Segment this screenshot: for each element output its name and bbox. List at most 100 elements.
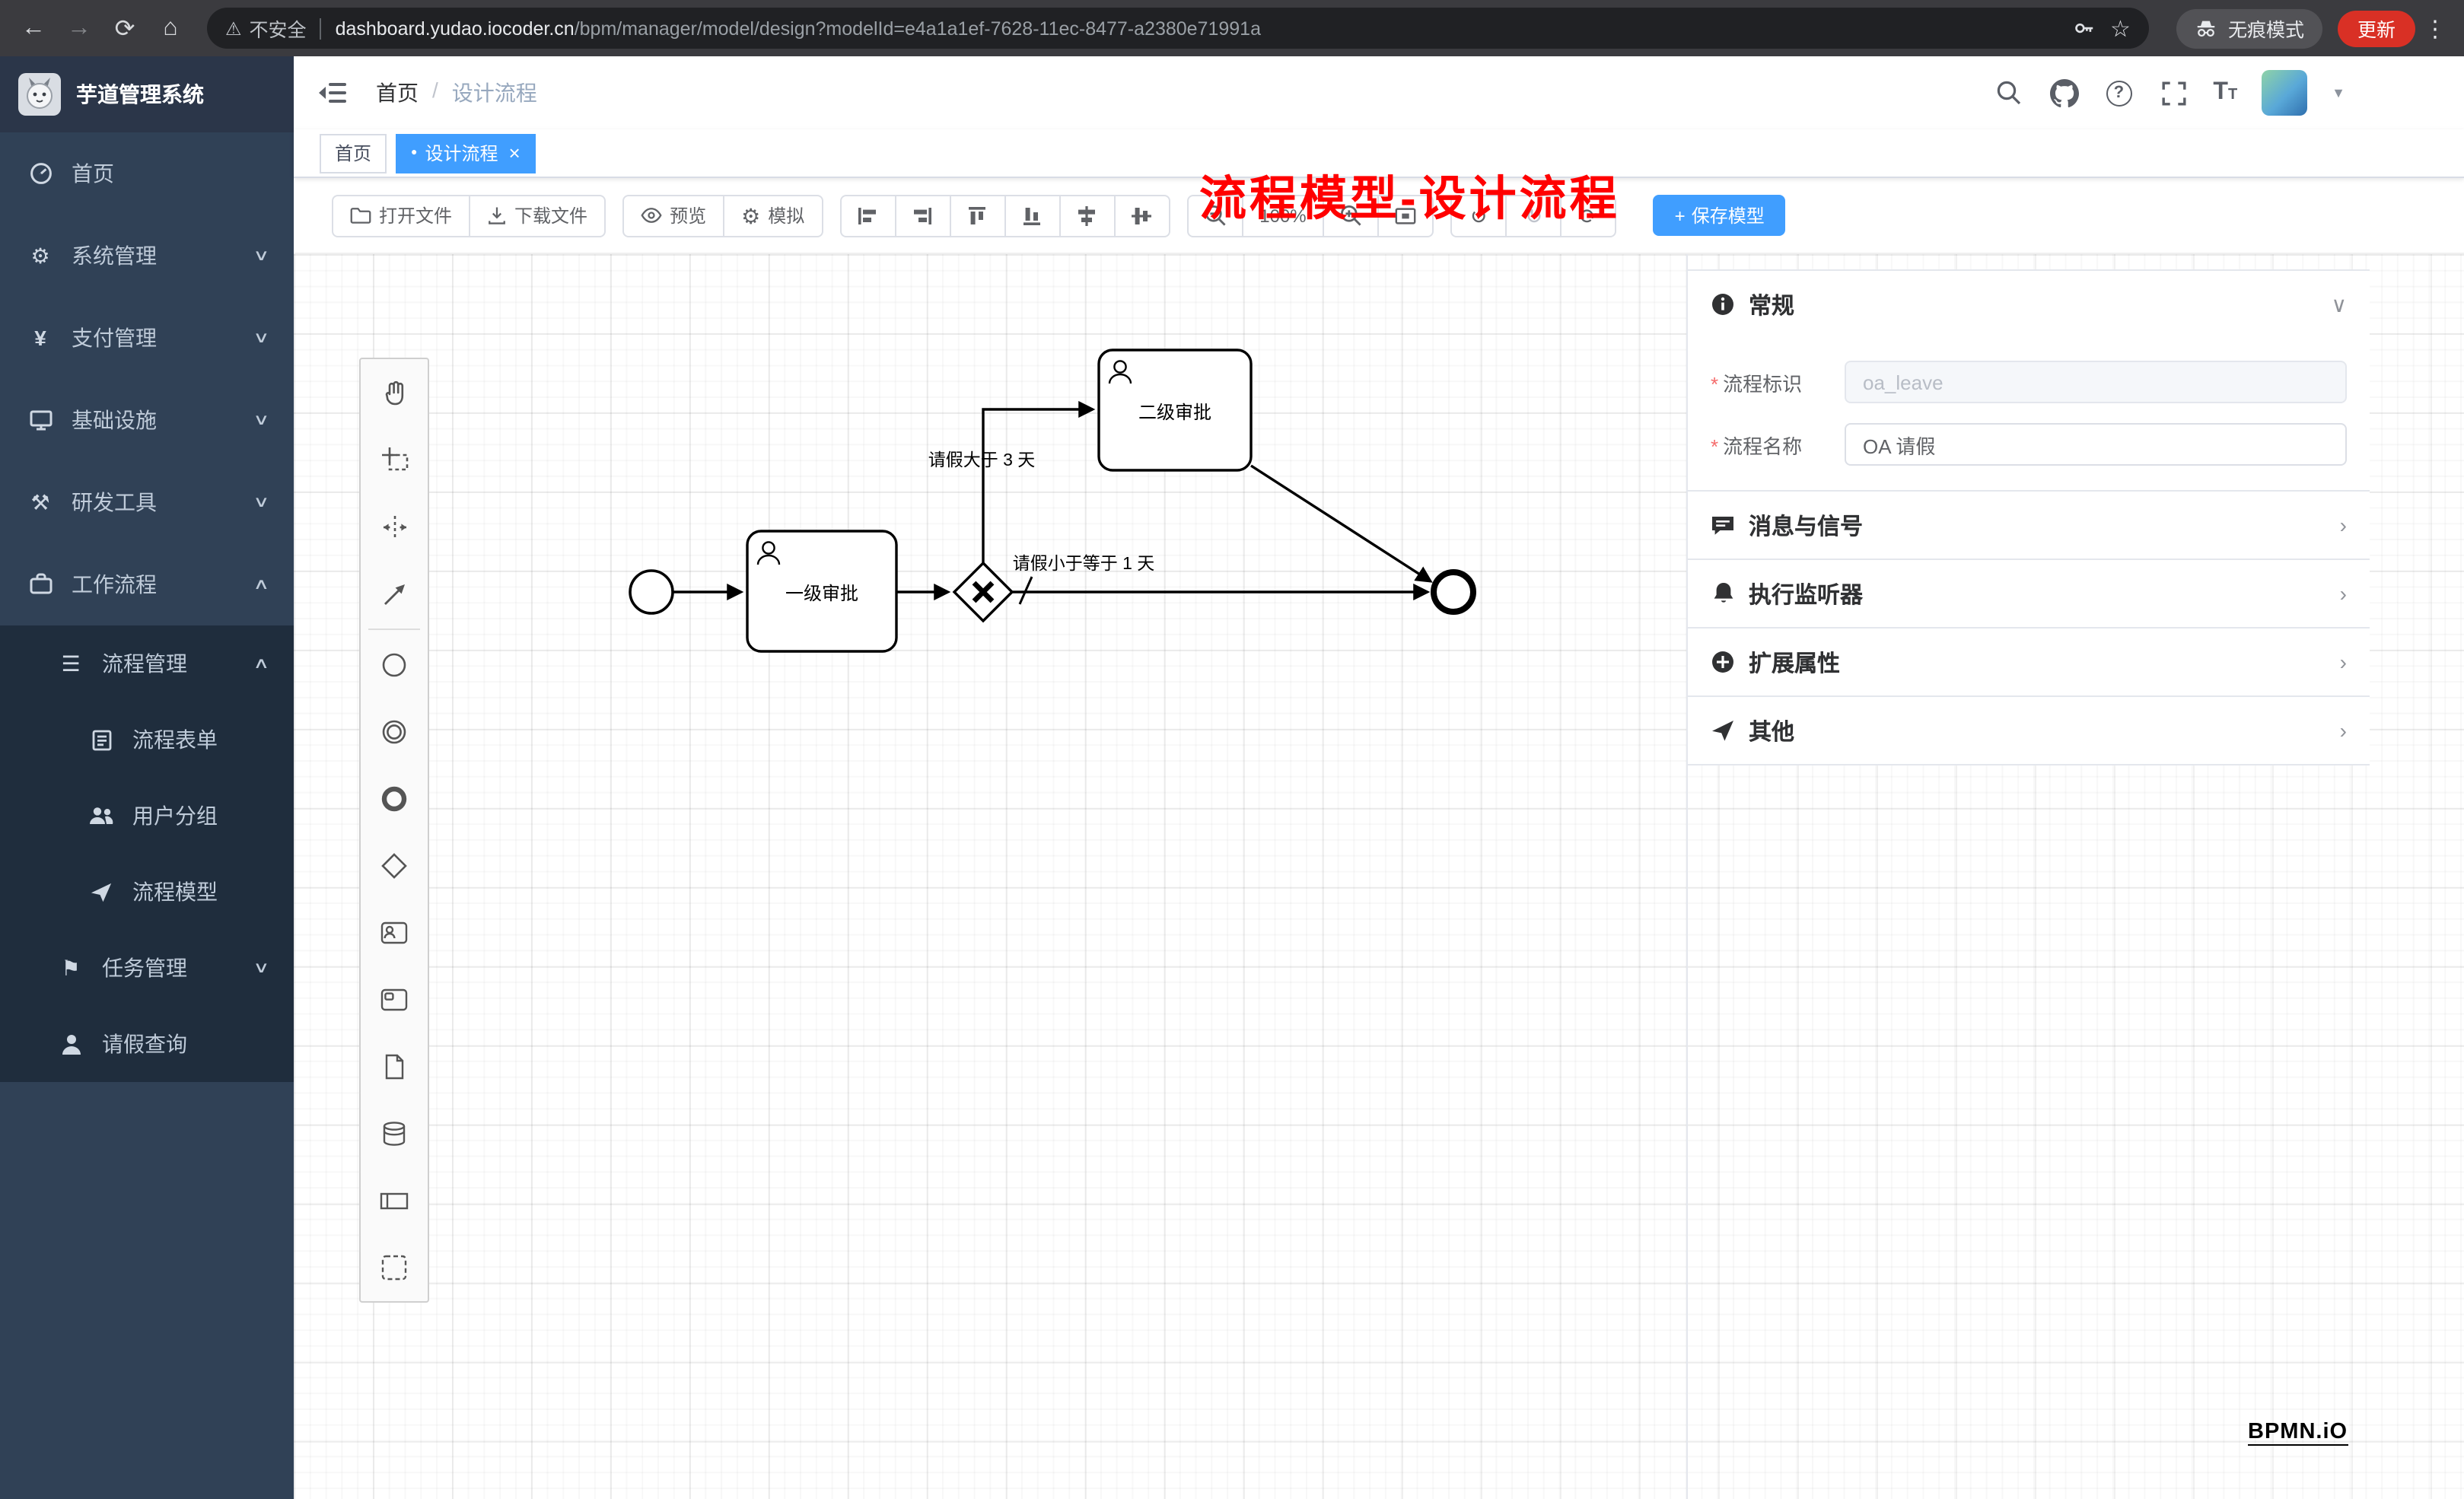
tab-design-process[interactable]: ● 设计流程 × [396, 133, 536, 173]
end-event-node[interactable] [1431, 569, 1476, 615]
help-icon[interactable]: ? [2103, 78, 2134, 108]
breadcrumb-separator: / [432, 78, 438, 102]
bell-icon [1711, 581, 1735, 606]
sidebar-item-process-manage[interactable]: ☰ 流程管理 ∧ [0, 625, 294, 702]
send-icon [1711, 718, 1735, 743]
address-bar[interactable]: ⚠ 不安全 dashboard.yudao.iocoder.cn /bpm/ma… [207, 8, 2149, 49]
open-file-button[interactable]: 打开文件 [332, 194, 471, 237]
browser-update-button[interactable]: 更新 [2337, 10, 2415, 46]
sidebar-item-home[interactable]: 首页 [0, 132, 294, 215]
palette-create-group[interactable] [361, 1234, 428, 1301]
zoom-in-button[interactable] [1323, 194, 1380, 237]
sidebar-item-user-group[interactable]: 用户分组 [0, 778, 294, 854]
align-left-button[interactable] [839, 194, 896, 237]
palette-create-task[interactable] [361, 966, 428, 1033]
sidebar-item-system[interactable]: ⚙ 系统管理 ∨ [0, 215, 294, 297]
fullscreen-icon[interactable] [2158, 78, 2189, 108]
palette-create-intermediate-event[interactable] [361, 699, 428, 765]
password-key-icon[interactable] [2072, 17, 2095, 40]
chevron-right-icon: › [2339, 581, 2347, 606]
undo-icon: ↺ [1469, 203, 1488, 228]
avatar[interactable] [2262, 70, 2308, 116]
exclusive-gateway-node[interactable] [952, 561, 1014, 623]
sidebar-collapse-icon[interactable] [318, 78, 352, 108]
align-top-button[interactable] [949, 194, 1006, 237]
lasso-icon [381, 447, 408, 470]
sidebar-item-infrastructure[interactable]: 基础设施 ∨ [0, 379, 294, 461]
security-label[interactable]: 不安全 [249, 20, 307, 41]
pool-icon [380, 1192, 409, 1210]
browser-back-button[interactable]: ← [21, 14, 46, 40]
plus-circle-icon [1711, 650, 1735, 674]
align-right-button[interactable] [894, 194, 951, 237]
palette-hand-tool[interactable] [361, 359, 428, 426]
sidebar-item-leave-query[interactable]: 请假查询 [0, 1006, 294, 1082]
zoom-level-display[interactable]: 100% [1241, 194, 1325, 237]
user-task-node-first-approval[interactable]: 一级审批 [746, 530, 898, 653]
restart-button[interactable]: ⟳ [1560, 194, 1617, 237]
user-task-node-second-approval[interactable]: 二级审批 [1097, 348, 1253, 472]
props-header-messages[interactable]: 消息与信号 › [1688, 492, 2370, 559]
process-name-input[interactable] [1845, 423, 2347, 466]
github-icon[interactable] [2049, 78, 2079, 108]
palette-create-pool[interactable] [361, 1167, 428, 1234]
browser-forward-button[interactable]: → [67, 14, 91, 40]
breadcrumb-home[interactable]: 首页 [376, 81, 419, 105]
sidebar-item-devtools[interactable]: ⚒ 研发工具 ∨ [0, 461, 294, 543]
browser-home-button[interactable]: ⌂ [163, 14, 178, 40]
props-header-extended[interactable]: 扩展属性 › [1688, 629, 2370, 695]
browser-menu-icon[interactable]: ⋮ [2424, 16, 2446, 42]
search-icon[interactable] [1994, 78, 2024, 108]
palette-lasso-tool[interactable] [361, 426, 428, 493]
zoom-out-button[interactable] [1186, 194, 1243, 237]
align-center-horizontal-icon [1078, 205, 1096, 225]
sidebar-item-payment[interactable]: ¥ 支付管理 ∨ [0, 297, 294, 379]
sidebar-item-workflow[interactable]: 工作流程 ∧ [0, 543, 294, 625]
align-left-icon [858, 207, 877, 224]
palette-create-end-event[interactable] [361, 765, 428, 832]
zoom-fit-button[interactable] [1377, 194, 1434, 237]
palette-create-start-event[interactable] [361, 632, 428, 699]
palette-create-data-object[interactable] [361, 1033, 428, 1100]
bpmn-canvas[interactable]: 一级审批 二级审批 [294, 254, 2464, 1499]
sidebar-item-process-form[interactable]: 流程表单 [0, 702, 294, 778]
palette-create-gateway[interactable] [361, 832, 428, 899]
redo-button[interactable]: ↻ [1505, 194, 1562, 237]
tab-home[interactable]: 首页 [320, 133, 387, 173]
preview-button[interactable]: 预览 [622, 194, 725, 237]
align-top-icon [969, 206, 986, 224]
condition-label-lte1: 请假小于等于 1 天 [1013, 553, 1155, 573]
dashboard-icon [27, 161, 53, 186]
flow-task2-to-end[interactable] [1250, 464, 1433, 583]
bpmn-io-watermark[interactable]: BPMN.iO [2248, 1420, 2348, 1446]
align-center-vertical-button[interactable] [1113, 194, 1170, 237]
undo-button[interactable]: ↺ [1450, 194, 1507, 237]
bookmark-star-icon[interactable]: ☆ [2110, 16, 2131, 42]
flow-gateway-to-task2[interactable] [982, 400, 1096, 563]
caret-down-icon[interactable]: ▼ [2332, 85, 2345, 100]
browser-reload-button[interactable]: ⟳ [114, 16, 135, 42]
save-model-button[interactable]: + 保存模型 [1653, 195, 1786, 236]
palette-create-data-store[interactable] [361, 1100, 428, 1167]
form-row-process-key: *流程标识 [1711, 361, 2347, 403]
sidebar-item-task-manage[interactable]: ⚑ 任务管理 ∨ [0, 930, 294, 1006]
simulate-button[interactable]: ⚙ 模拟 [723, 194, 823, 237]
close-icon[interactable]: × [508, 142, 520, 164]
divider [320, 18, 322, 39]
app-logo[interactable]: 芋道管理系统 [0, 56, 294, 132]
props-header-listeners[interactable]: 执行监听器 › [1688, 560, 2370, 627]
workflow-icon [27, 572, 53, 597]
palette-create-user-task[interactable] [361, 899, 428, 966]
sidebar-item-process-model[interactable]: 流程模型 [0, 854, 294, 930]
props-header-general[interactable]: 常规 ∨ [1688, 271, 2370, 338]
start-event-node[interactable] [629, 569, 674, 615]
palette-global-connect-tool[interactable] [361, 560, 428, 627]
payment-icon: ¥ [34, 326, 46, 350]
props-header-other[interactable]: 其他 › [1688, 697, 2370, 764]
bpmn-diagram[interactable]: 一级审批 二级审批 [294, 254, 2464, 1499]
palette-space-tool[interactable] [361, 493, 428, 560]
download-file-button[interactable]: 下载文件 [469, 194, 606, 237]
align-bottom-button[interactable] [1004, 194, 1061, 237]
align-center-horizontal-button[interactable] [1059, 194, 1116, 237]
